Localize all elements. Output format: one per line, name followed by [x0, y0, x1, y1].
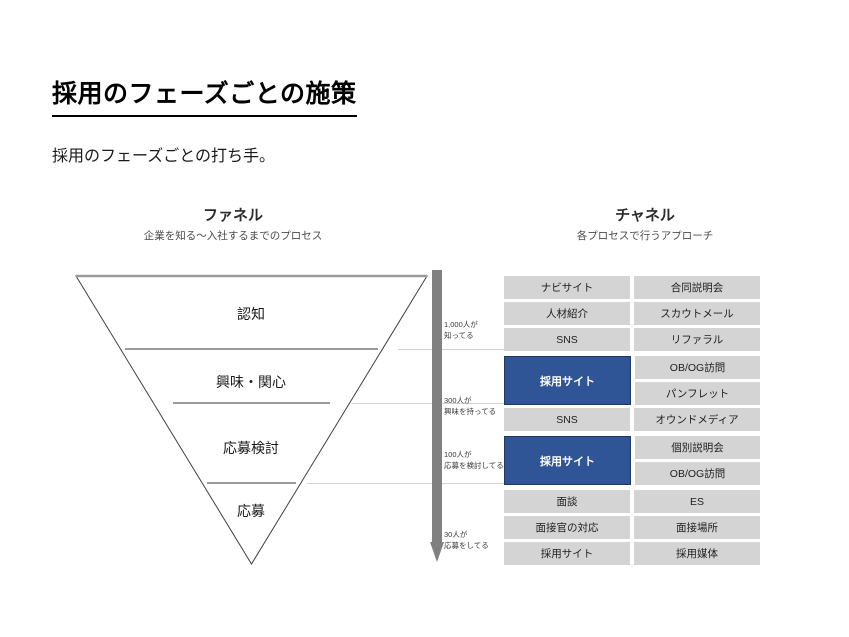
funnel-column-subtitle: 企業を知る〜入社するまでのプロセス: [143, 229, 323, 242]
stage-count-application: 30人が 応募をしてる: [444, 530, 489, 552]
stage-count-interest-line1: 300人が: [444, 396, 472, 405]
channel-row: 採用サイト OB/OG訪問 パンフレット: [504, 356, 760, 405]
channel-cell[interactable]: リファラル: [634, 328, 760, 351]
funnel-column-heading: ファネル 企業を知る〜入社するまでのプロセス: [103, 206, 363, 243]
channel-cell-highlighted[interactable]: 採用サイト: [504, 436, 631, 485]
channel-row: SNS オウンドメディア: [504, 408, 760, 431]
channel-cell[interactable]: スカウトメール: [634, 302, 760, 325]
channel-row: 面接官の対応 面接場所: [504, 516, 760, 539]
channel-row: 採用サイト 個別説明会 OB/OG訪問: [504, 436, 760, 485]
channel-group-awareness: ナビサイト 合同説明会 人材紹介 スカウトメール SNS リファラル: [504, 276, 760, 351]
funnel-shape-svg: [75, 274, 428, 565]
stage-count-awareness-line1: 1,000人が: [444, 320, 478, 329]
channel-cell[interactable]: ES: [634, 490, 760, 513]
channel-group-interest: 採用サイト OB/OG訪問 パンフレット SNS オウンドメディア: [504, 356, 760, 431]
stage-count-interest-line2: 興味を持ってる: [444, 406, 497, 416]
channel-cell[interactable]: パンフレット: [635, 382, 760, 405]
channel-cell[interactable]: SNS: [504, 328, 630, 351]
channel-cell[interactable]: 面談: [504, 490, 630, 513]
stage-count-application-line1: 30人が: [444, 530, 468, 539]
channel-cell[interactable]: 個別説明会: [635, 436, 760, 459]
stage-count-awareness: 1,000人が 知ってる: [444, 320, 478, 342]
channel-cell[interactable]: SNS: [504, 408, 630, 431]
connector-line-awareness: [398, 349, 528, 350]
channel-row: 面談 ES: [504, 490, 760, 513]
channel-column-heading: チャネル 各プロセスで行うアプローチ: [525, 206, 765, 243]
funnel-stage-label-consideration: 応募検討: [223, 440, 279, 456]
channel-column-title: チャネル: [615, 207, 675, 224]
channel-cell[interactable]: OB/OG訪問: [635, 462, 760, 485]
funnel-stage-label-awareness: 認知: [237, 306, 265, 322]
funnel-column-title: ファネル: [202, 207, 263, 224]
funnel-stage-label-interest: 興味・関心: [216, 374, 286, 390]
stage-count-consideration-line1: 100人が: [444, 450, 472, 459]
channel-row: ナビサイト 合同説明会: [504, 276, 760, 299]
channel-cell[interactable]: 採用サイト: [504, 542, 630, 565]
funnel-progression-arrow-icon: [430, 270, 444, 562]
funnel-diagram: 認知 興味・関心 応募検討 応募: [70, 268, 450, 568]
channel-cell[interactable]: 面接場所: [634, 516, 760, 539]
channel-row: 人材紹介 スカウトメール: [504, 302, 760, 325]
stage-count-consideration: 100人が 応募を検討してる: [444, 450, 504, 472]
channel-group-application: 面談 ES 面接官の対応 面接場所 採用サイト 採用媒体: [504, 490, 760, 565]
channel-cell[interactable]: 人材紹介: [504, 302, 630, 325]
channel-row: 採用サイト 採用媒体: [504, 542, 760, 565]
channel-grid: ナビサイト 合同説明会 人材紹介 スカウトメール SNS リファラル 採用サイト…: [504, 276, 760, 565]
stage-count-awareness-line2: 知ってる: [444, 330, 474, 340]
page-title: 採用のフェーズごとの施策: [52, 79, 357, 118]
channel-group-consideration: 採用サイト 個別説明会 OB/OG訪問: [504, 436, 760, 485]
channel-column-subtitle: 各プロセスで行うアプローチ: [576, 229, 714, 242]
channel-cell[interactable]: ナビサイト: [504, 276, 630, 299]
stage-count-consideration-line2: 応募を検討してる: [444, 460, 504, 470]
stage-count-application-line2: 応募をしてる: [444, 540, 489, 550]
funnel-stage-label-application: 応募: [237, 503, 265, 519]
channel-cell[interactable]: オウンドメディア: [634, 408, 760, 431]
channel-cell[interactable]: 面接官の対応: [504, 516, 630, 539]
connector-line-consideration: [307, 483, 528, 484]
channel-cell[interactable]: OB/OG訪問: [635, 356, 760, 379]
channel-cell-stack: OB/OG訪問 パンフレット: [635, 356, 760, 405]
channel-cell-stack: 個別説明会 OB/OG訪問: [635, 436, 760, 485]
channel-cell-highlighted[interactable]: 採用サイト: [504, 356, 631, 405]
channel-cell[interactable]: 合同説明会: [634, 276, 760, 299]
channel-row: SNS リファラル: [504, 328, 760, 351]
stage-count-interest: 300人が 興味を持ってる: [444, 396, 496, 418]
channel-cell[interactable]: 採用媒体: [634, 542, 760, 565]
page-subtitle: 採用のフェーズごとの打ち手。: [52, 148, 276, 165]
